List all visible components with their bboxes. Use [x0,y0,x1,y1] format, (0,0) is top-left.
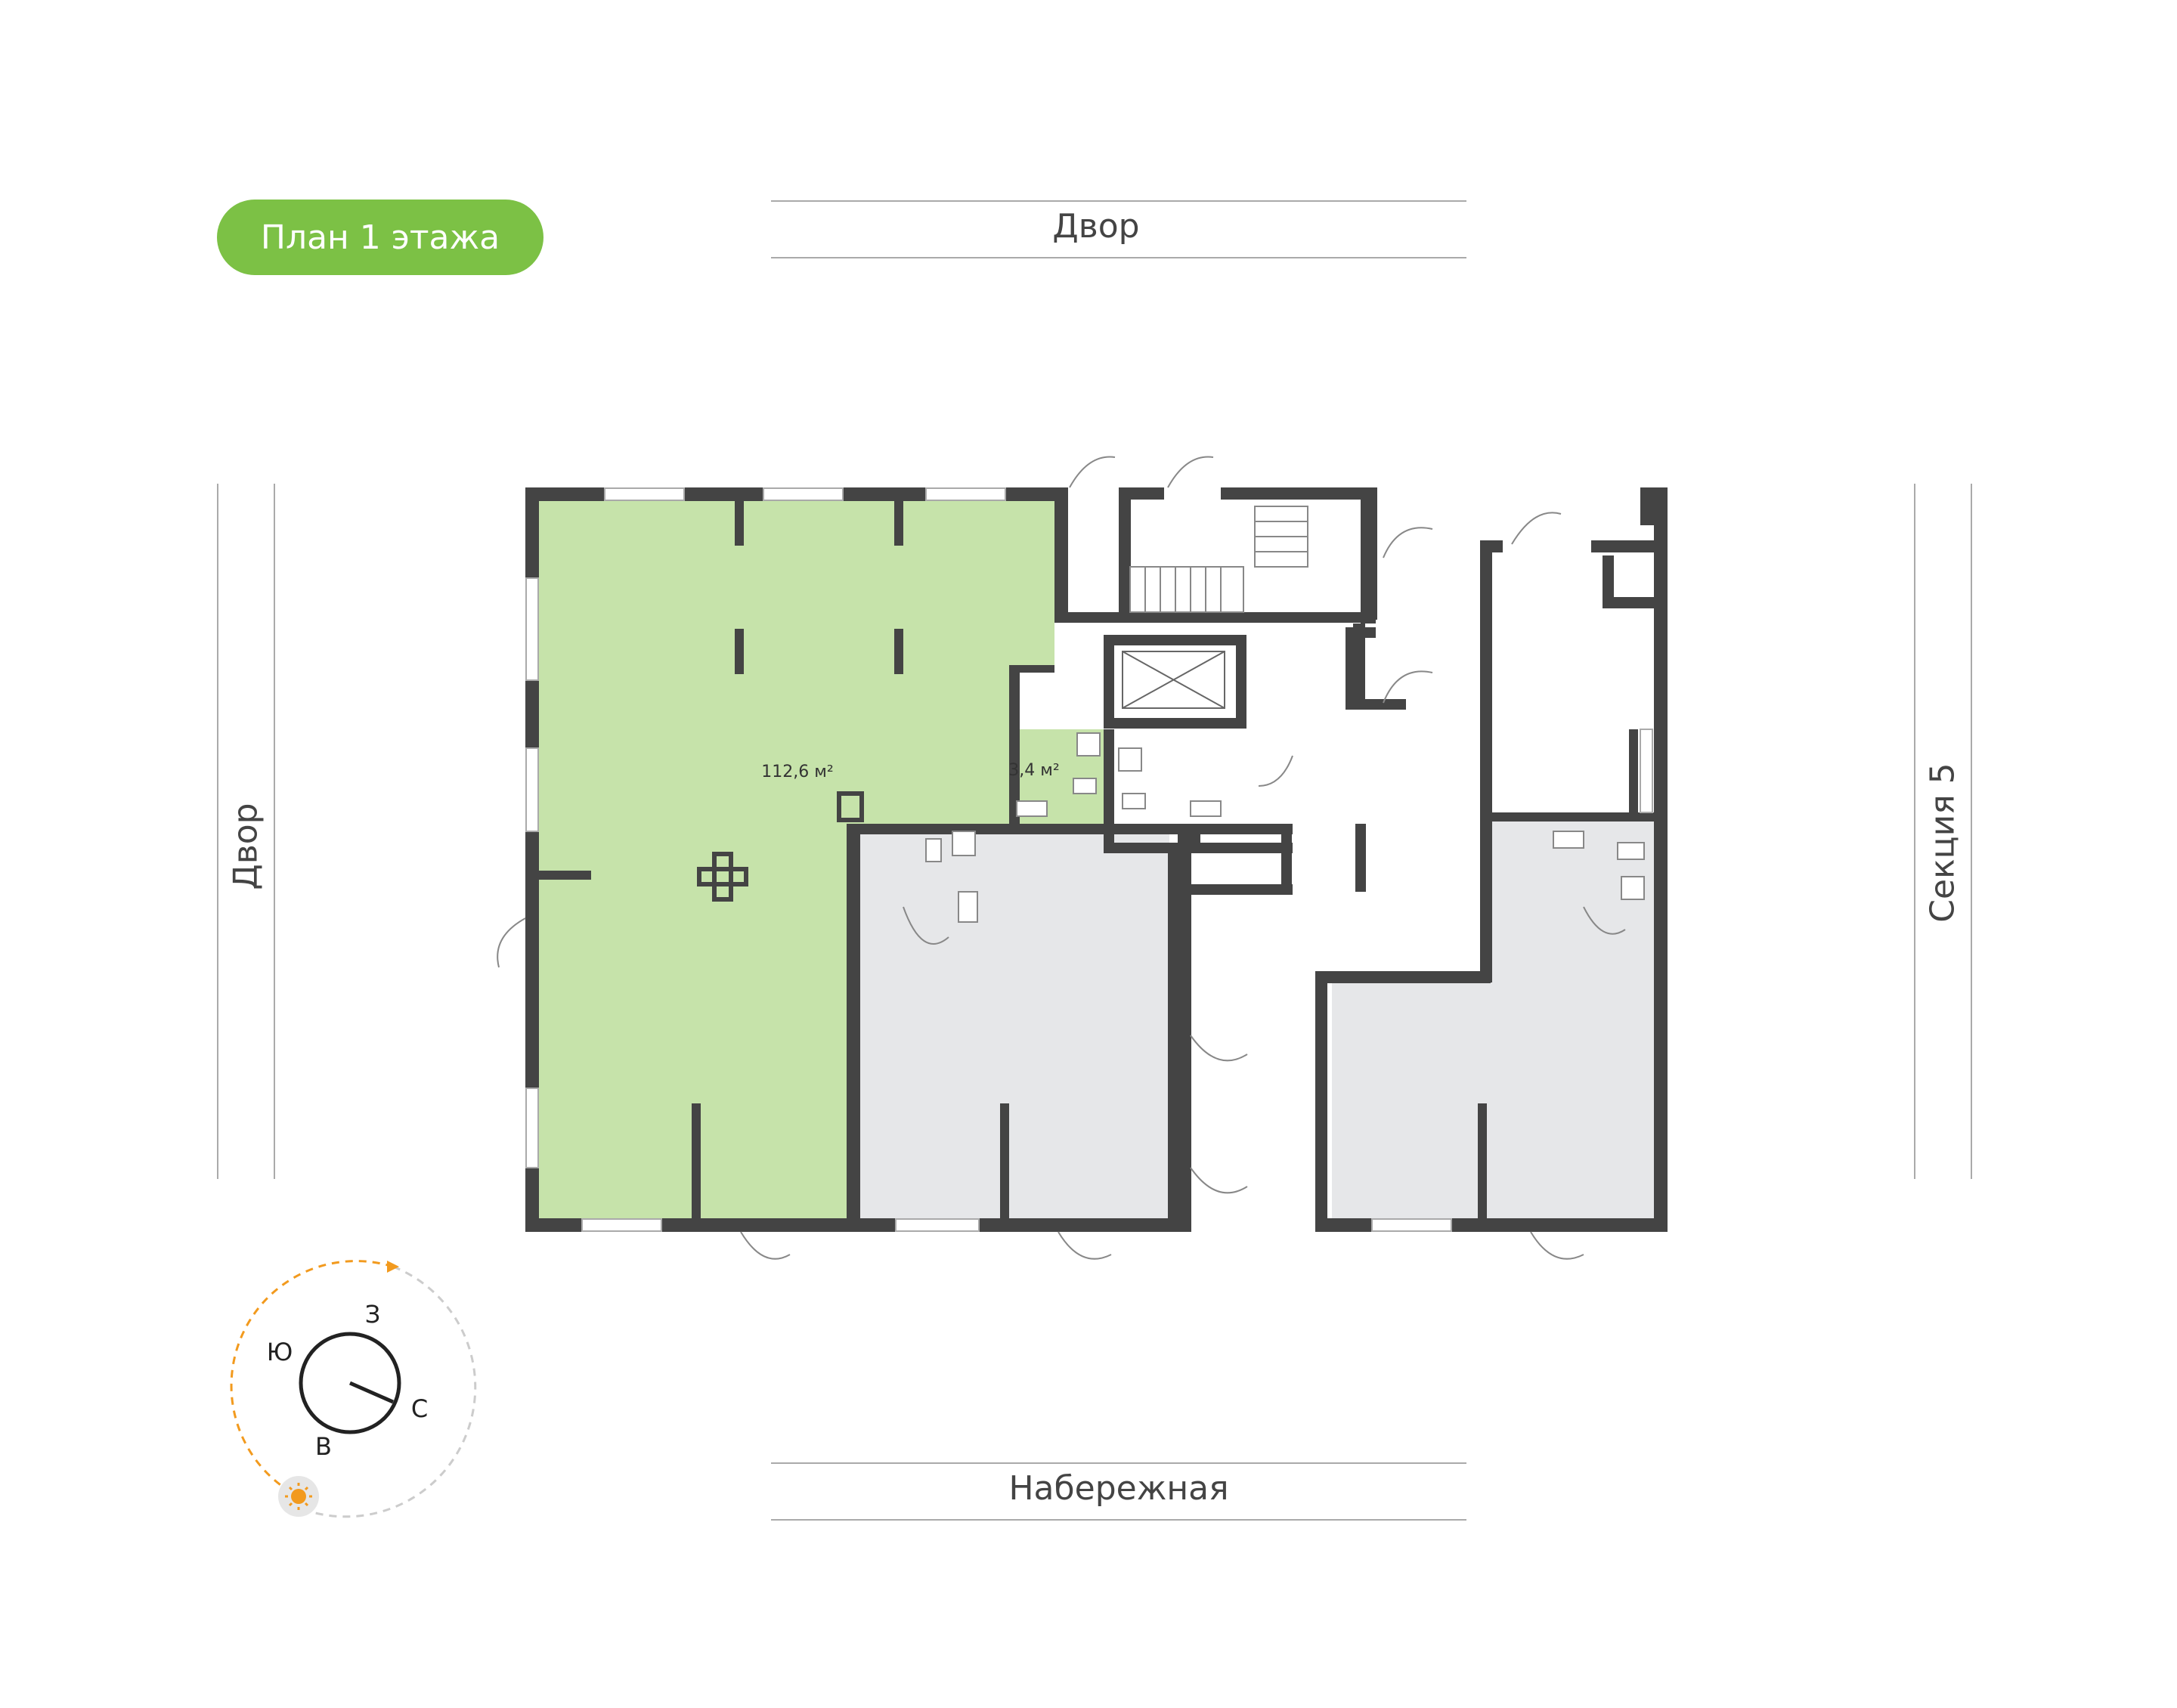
main-room-column [697,852,748,902]
left-street-line-inner [274,484,275,1179]
bottom-street-line-lower [771,1519,1466,1521]
compass-north: С [411,1394,428,1423]
shadow-path-arc [298,1265,477,1518]
compass-east: В [315,1432,332,1461]
main-room-small-box [837,791,864,822]
stairs [1129,506,1308,613]
sun-icon [291,1489,306,1504]
compass-circle [299,1332,401,1434]
compass-south: Ю [267,1338,293,1366]
elevator [1122,651,1225,709]
compass: З Ю С В [230,1260,477,1518]
left-street-line-outer [217,484,218,1179]
street-label-top: Двор [1052,207,1140,246]
sun-rays [285,1483,312,1510]
sun-path-arrow [387,1261,399,1273]
right-street-line-outer [1914,484,1915,1179]
bottom-street-line-upper [771,1462,1466,1464]
top-street-line-upper [771,200,1466,202]
fixtures [925,732,1645,923]
street-label-bottom: Набережная [1008,1469,1229,1508]
compass-west: З [365,1300,381,1329]
compass-needle [348,1381,395,1404]
main-room-area-label: 112,6 м² [761,763,833,781]
gray-room-right-fill[interactable] [1332,820,1654,1221]
doors [497,456,1626,1260]
right-street-line-inner [1971,484,1972,1179]
main-room-fill[interactable] [538,500,1054,1221]
windows [525,487,1653,1232]
floor-plan-badge: План 1 этажа [217,200,543,275]
sun-path-arc [230,1260,394,1498]
top-street-line-lower [771,257,1466,258]
small-room-area-label: 3,4 м² [1008,761,1059,780]
